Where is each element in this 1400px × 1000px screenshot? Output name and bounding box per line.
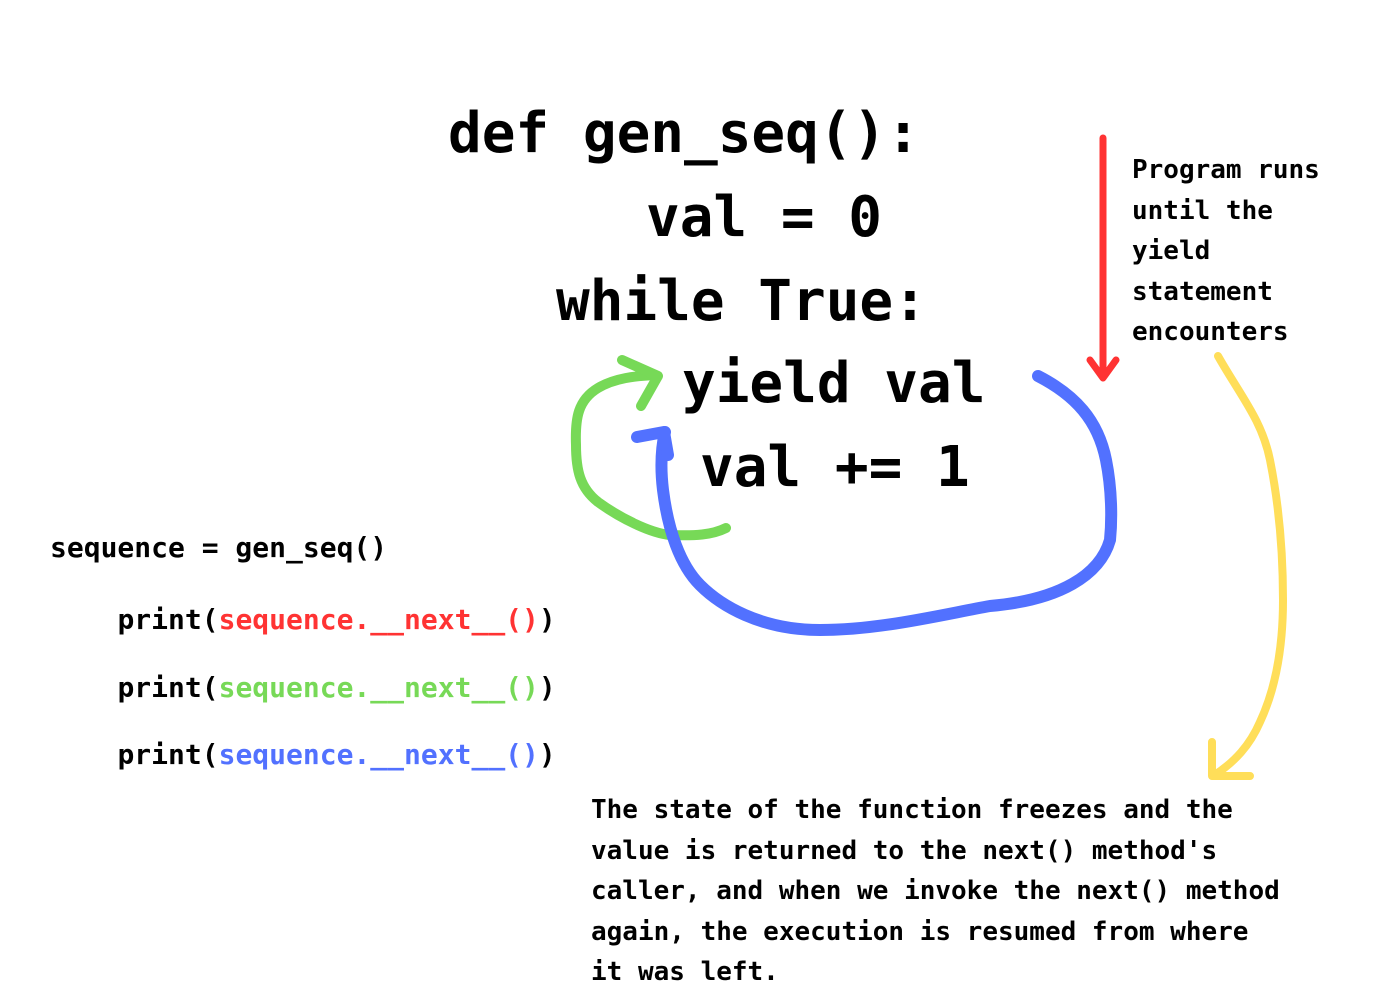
next-call-red: sequence.__next__() — [218, 603, 539, 636]
print-call-second: print(sequence.__next__()) — [50, 646, 556, 730]
print-prefix: print( — [117, 738, 219, 771]
yellow-explanation-arrow-icon — [1208, 352, 1287, 780]
red-down-arrow-icon — [1086, 134, 1120, 382]
code-line-def: def gen_seq(): — [448, 101, 921, 166]
code-line-while: while True: — [556, 269, 927, 334]
next-call-blue: sequence.__next__() — [218, 738, 539, 771]
code-line-increment: val += 1 — [700, 435, 970, 500]
print-prefix: print( — [117, 603, 219, 636]
print-call-first: print(sequence.__next__()) — [50, 578, 556, 662]
state-freezes-note: The state of the function freezes and th… — [591, 795, 1280, 987]
print-prefix: print( — [117, 671, 219, 704]
caller-assign-line: sequence = gen_seq() — [50, 531, 388, 564]
print-suffix: ) — [538, 603, 556, 636]
code-line-val-init: val = 0 — [646, 185, 883, 250]
print-suffix: ) — [538, 738, 556, 771]
program-runs-note: Program runs until the yield statement e… — [1132, 155, 1320, 347]
code-line-yield: yield val — [682, 351, 986, 416]
print-suffix: ) — [538, 671, 556, 704]
print-call-third: print(sequence.__next__()) — [50, 713, 556, 797]
next-call-green: sequence.__next__() — [218, 671, 539, 704]
